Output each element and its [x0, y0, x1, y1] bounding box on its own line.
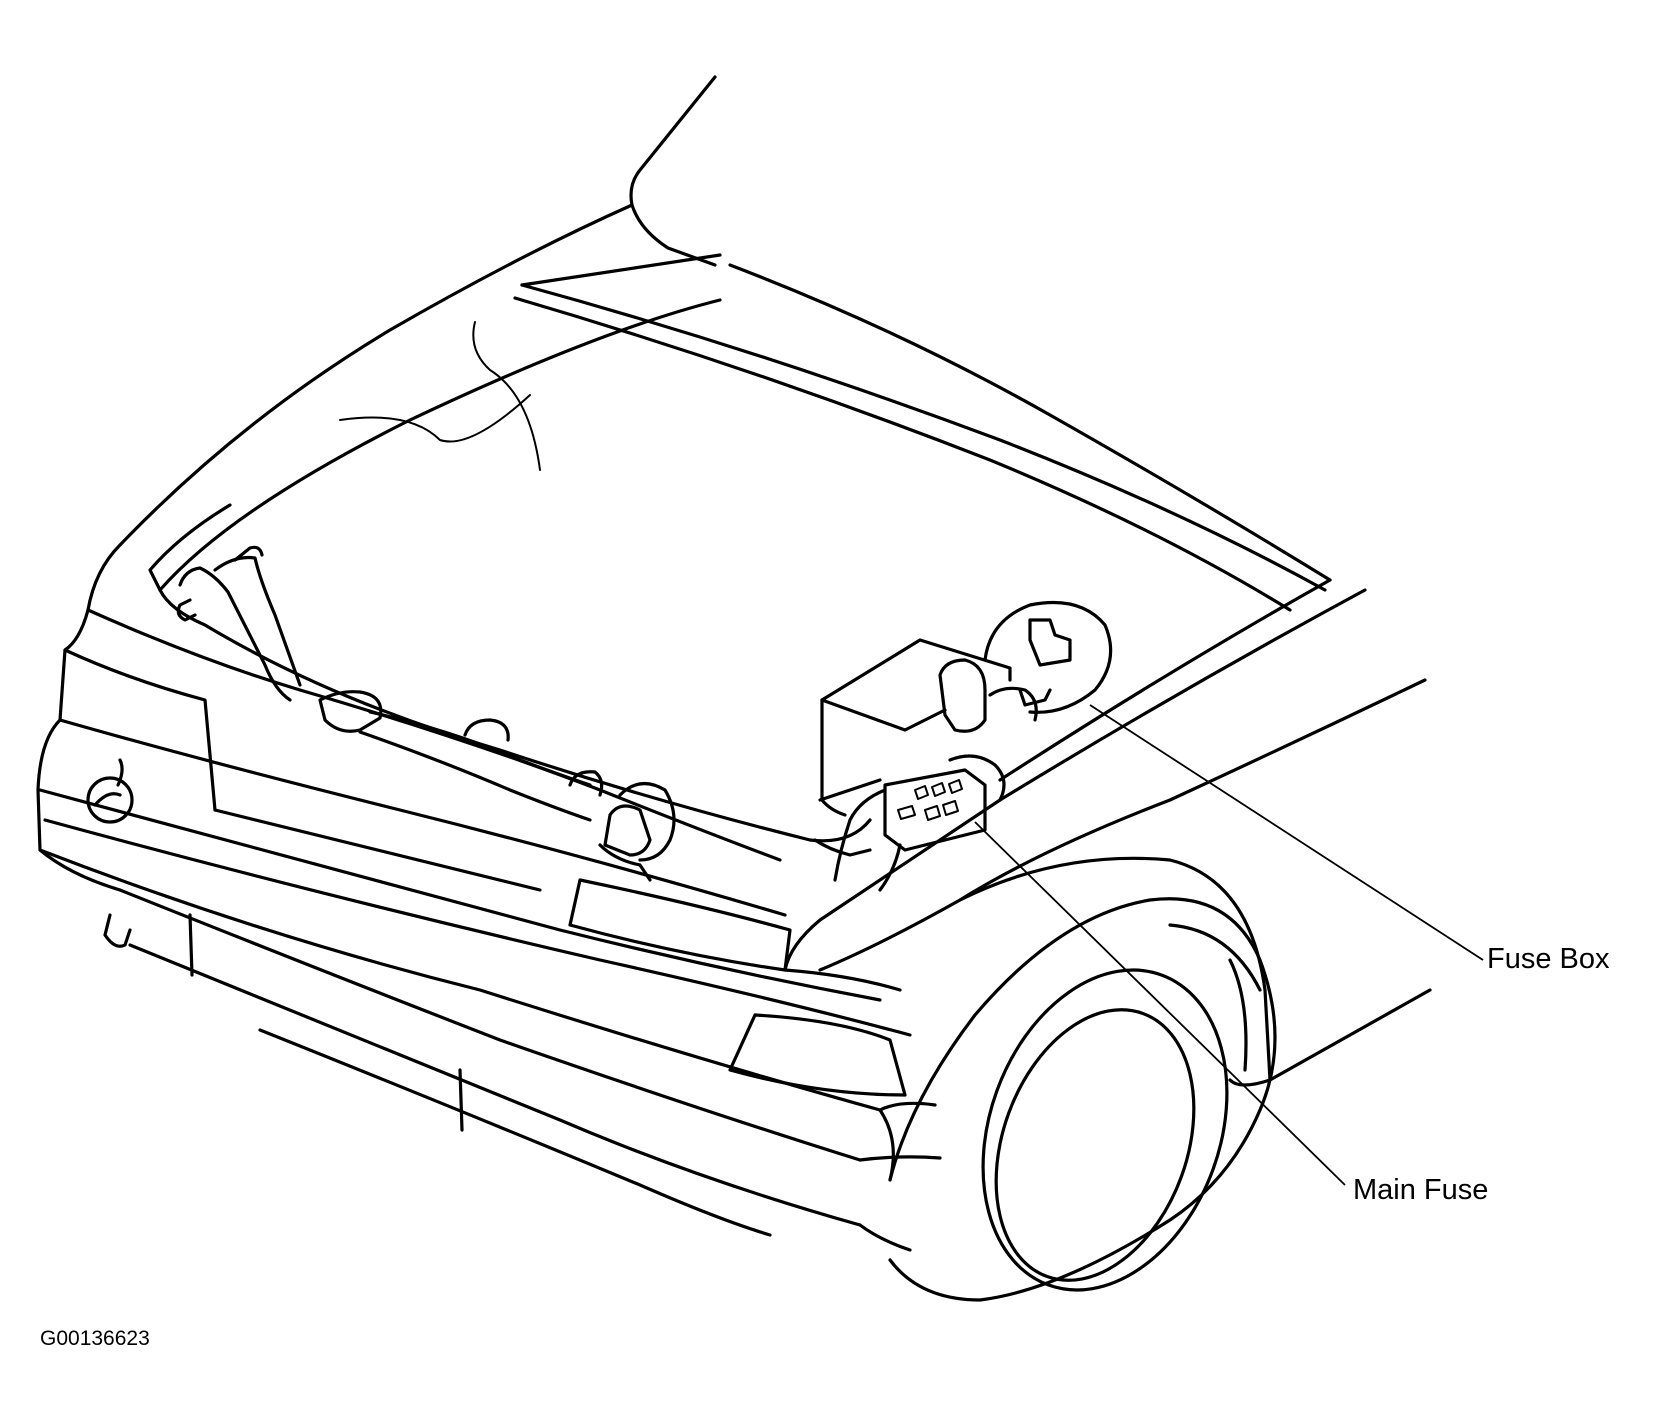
- hood: [86, 203, 1332, 612]
- wheel-arch: [958, 856, 1432, 1087]
- figure-id: G00136623: [40, 1327, 150, 1350]
- main-fuse-leader-line: [974, 821, 1346, 1186]
- windshield: [520, 75, 722, 287]
- headlight: [568, 878, 907, 1097]
- front-wheel: [888, 897, 1277, 1302]
- front-bumper: [36, 718, 942, 1252]
- fuse-box-leader-line: [1089, 704, 1484, 961]
- right-fender: [783, 578, 1427, 992]
- fuse-box: [883, 768, 987, 852]
- main-fuse-label: Main Fuse: [1353, 1174, 1488, 1206]
- wiring: [818, 778, 902, 892]
- engine-bay: [148, 298, 872, 843]
- front-fascia: [58, 608, 787, 917]
- main-fuse: [924, 754, 1006, 821]
- fuse-box-label: Fuse Box: [1487, 943, 1610, 975]
- brake-booster: [938, 600, 1113, 733]
- emblem: [86, 758, 134, 824]
- radiator-hoses: [176, 545, 676, 882]
